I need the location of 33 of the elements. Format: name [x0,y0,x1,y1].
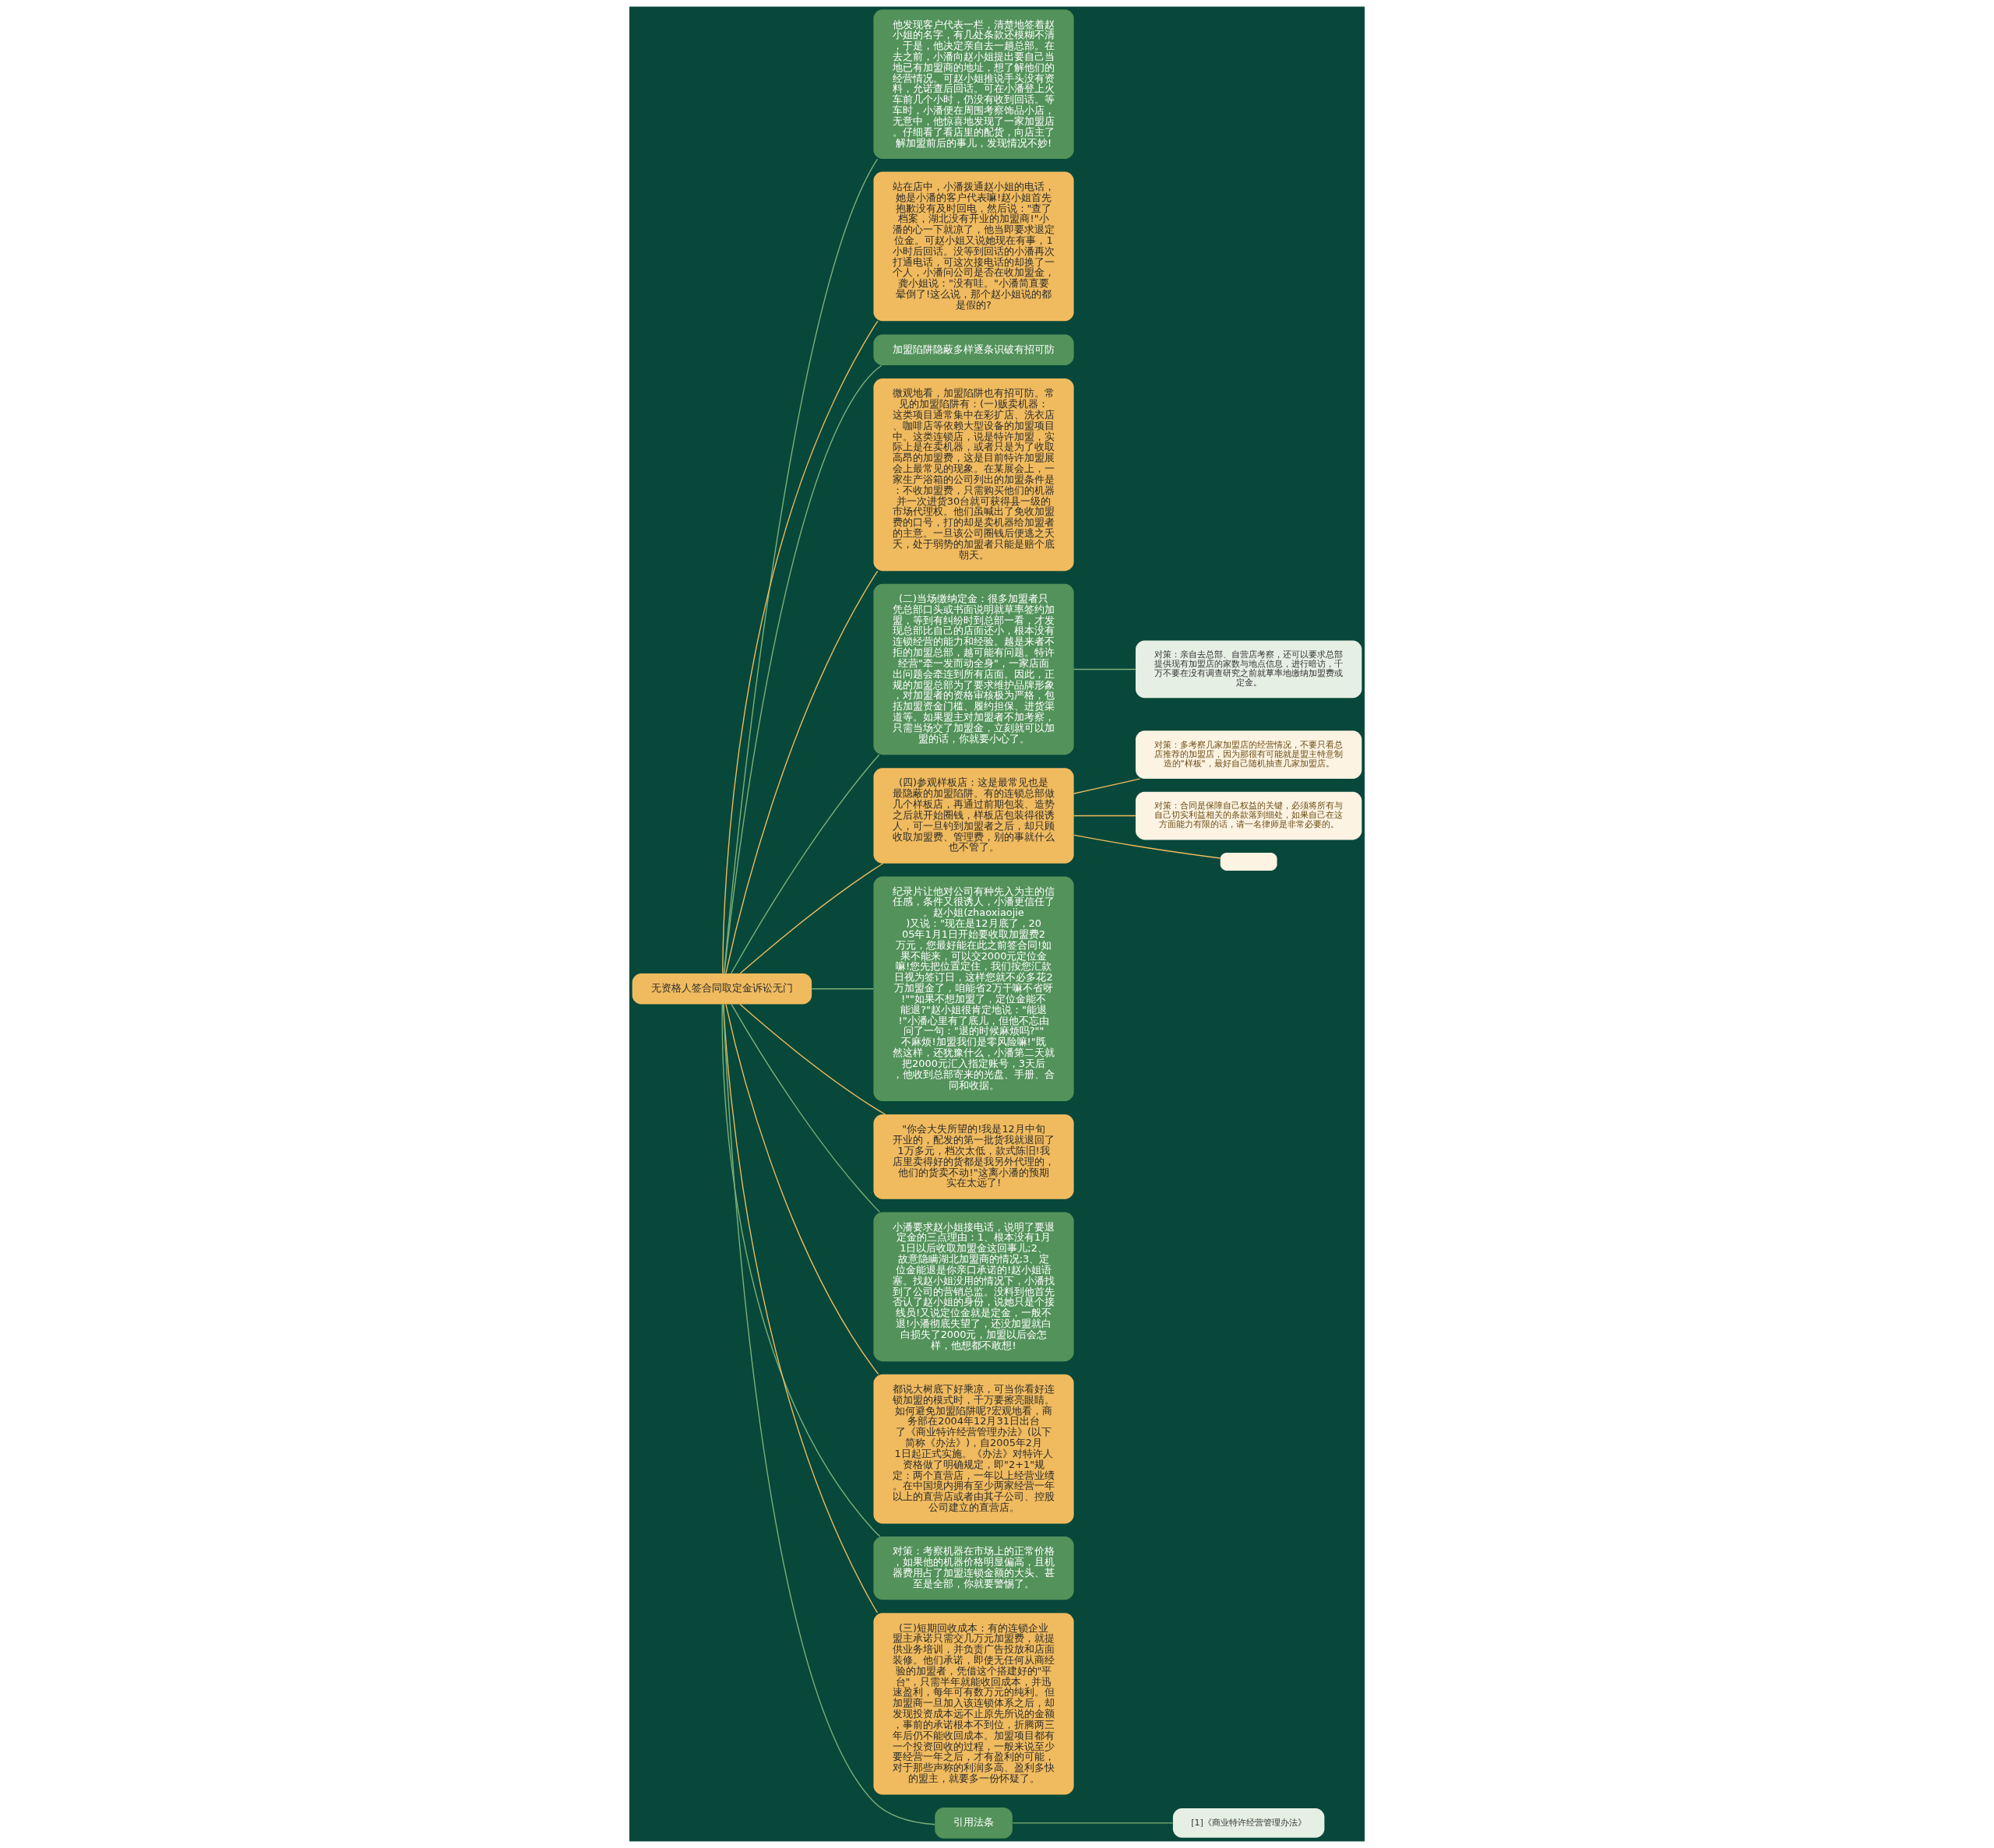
node-box: 引用法条 [935,1808,1013,1839]
node-box: 小潘要求赵小姐接电话，说明了要退定金的三点理由：1、根本没有1月1日以后收取加盟金这回事儿;2、故意隐瞒湖北加盟商的情况;3、定位金能退是你亲口承诺的!赵小姐语塞。找赵小姐没用的情况下，小潘找到了公司的营销总监。没料到他首先否认了赵小姐的身份，说她只是个接线员!又说定位金就是定金，一般不退!小潘彻底失望了，还没加盟就白白损失了2000元，加盟以后会怎样，他想都不敢想! [873,1212,1074,1362]
node-box: 对策：亲自去总部、自营店考察，还可以要求总部提供现有加盟店的家数与地点信息，进行暗访，千万不要在没有调查研究之前就草率地缴纳加盟费或定金。 [1135,640,1362,699]
connector [811,988,875,990]
node-box: 微观地看，加盟陷阱也有招可防。常见的加盟陷阱有：(一)贩卖机器：这类项目通常集中在彩扩店、洗衣店、咖啡店等依赖大型设备的加盟项目中。这类连锁店，说是特许加盟，实际上是在卖机器，或者只是为了收取高昂的加盟费，这是目前特许加盟展会上最常见的现象。在某展会上，一家生产浴箱的公司列出的加盟条件是：不收加盟费，只需购买他们的机器并一次进货30台就可获得县一级的市场代理权。他们虽喊出了免收加盟费的口号，打的却是卖机器给加盟者的主意。一旦该公司圈钱后便逃之夭夭，处于弱势的加盟者只能是赔个底朝天。 [873,378,1074,572]
connector [725,570,879,974]
connector [1073,815,1136,817]
connector [1012,1822,1174,1824]
connector [731,754,880,974]
node-box: 对策：多考察几家加盟店的经营情况，不要只看总店推荐的加盟店，因为那很有可能就是盟主特意制造的"样板"，最好自己随机抽查几家加盟店。 [1135,730,1362,780]
connector [739,1003,886,1115]
connector [731,1003,880,1213]
node-box: 加盟陷阱隐蔽多样逐条识破有招可防 [873,334,1074,366]
node-box: 无资格人签合同取定金诉讼无门 [632,973,812,1005]
node-box: 站在店中，小潘拨通赵小姐的电话，她是小潘的客户代表嘛!赵小姐首先抱歉没有及时回电，然后说："查了档案，湖北没有开业的加盟商!"小潘的心一下就凉了，他当即要求退定位金。可赵小姐又说她现在有事，1小时后回话。没等到回话的小潘再次打通电话，可这次接电话的却换了一个人，小潘问公司是否在收加盟金，龚小姐说："没有哇。"小潘简直要晕倒了!这么说，那个赵小姐说的都是假的? [873,171,1074,322]
node-box [1220,853,1277,871]
node-box: 对策：合同是保障自己权益的关键，必须将所有与自己切实利益相关的条款落到细处，如果自己在这方面能力有限的话，请一名律师是非常必要的。 [1135,791,1362,840]
node-box: (二)当场缴纳定金：很多加盟者只凭总部口头或书面说明就草率签约加盟，等到有纠纷时到总部一看，才发现总部比自己的店面还小，根本没有连锁经营的能力和经验。越是来者不拒的加盟总部，越可能有问题。特许经营"牵一发而动全身"，一家店面出问题会牵连到所有店面。因此，正规的加盟总部为了要求维护品牌形象，对加盟者的资格审核极为严格，包括加盟资金门槛、履约担保、进货渠道等。如果盟主对加盟者不加考察，只需当场交了加盟金，立刻就可以加盟的话，你就要小心了。 [873,583,1074,755]
node-box: [1]《商业特许经营管理办法》 [1172,1808,1325,1838]
connector [722,1004,935,1825]
connector [739,863,884,974]
node-box: (四)参观样板店：这是最常见也是最隐蔽的加盟陷阱。有的连锁总部做几个样板店，再通过前期包装、造势之后就开始圈钱，样板店包装得很诱人，可一旦钓到加盟者之后，却只顾收取加盟费、管理费，别的事就什么也不管了。 [873,768,1074,864]
connector [725,1003,879,1375]
node-box: (三)短期回收成本：有的连锁企业盟主承诺只需交几万元加盟费，就提供业务培训，并负责广告投放和店面装修。他们承诺，即使无任何从商经验的加盟者，凭借这个搭建好的"平台"，只需半年就能收回成本，并迅速盈利，每年可有数万元的纯利。但加盟商一旦加入该连锁体系之后，却发现投资成本远不止原先所说的金额，事前的承诺根本不到位，折腾两三年后仍不能收回成本。加盟项目都有一个投资回收的过程，一般来说至少要经营一年之后，才有盈利的可能，对于那些声称的利润多高、盈利多快的盟主，就要多一份怀疑了。 [873,1613,1074,1795]
node-box: "你会大失所望的!我是12月中旬开业的，配发的第一批货我就退回了1万多元，档次太低，款式陈旧!我店里卖得好的货都是我另外代理的，他们的货卖不动!"这离小潘的预期实在太远了! [873,1114,1074,1199]
node-box: 他发现客户代表一栏，清楚地签着赵小姐的名字，有几处条款还模糊不清，于是，他决定亲自去一趟总部。在去之前，小潘向赵小姐提出要自己当地已有加盟商的地址，想了解他们的经营情况。可赵小姐推说手头没有资料，允诺查后回话。可在小潘登上火车前几个小时，仍没有收到回话。等车时，小潘便在周围考察饰品小店，无意中，他惊喜地发现了一家加盟店。仔细看了看店里的配货，向店主了解加盟前后的事儿，发现情况不妙! [873,9,1074,159]
connector [723,158,879,974]
node-box: 对策：考察机器在市场上的正常价格，如果他的机器价格明显偏高，且机器费用占了加盟连锁金额的大头、甚至是全部，你就要警惕了。 [873,1536,1074,1600]
node-box: 都说大树底下好乘凉，可当你看好连锁加盟的模式时，千万要擦亮眼睛。如何避免加盟陷阱呢?宏观地看，商务部在2004年12月31日出台了《商业特许经营管理办法》(以下简称《办法》)，自2005年2月1日起正式实施。《办法》对特许人资格做了明确规定，即"2+1"规定：两个直营店，一年以上经营业绩。在中国境内拥有至少两家经营一年以上的直营店或者由其子公司、控股公司建立的直营店。 [873,1374,1074,1524]
connector [1073,778,1141,794]
connector [1073,834,1221,859]
connector [1073,668,1136,671]
node-box: 纪录片让他对公司有种先入为主的信任感，条件又很诱人，小潘更信任了。赵小姐(zhaoxiaojie)又说："现在是12月底了，2005年1月1日开始要收取加盟费2万元，您最好能在此之前签合同!如果不能来，可以交2000元定位金嘛!您先把位置定住，我们按您汇款日视为签订日，这样您就不必多花2万加盟金了，咱能省2万干嘛不省呀!""如果不想加盟了，定位金能不能退?"赵小姐很肯定地说："能退!"小潘心里有了底儿，但他不忘由问了一句："退的时候麻烦吗?""不麻烦!加盟我们是零风险嘛!"既然这样，还犹豫什么，小潘第二天就把2000元汇入指定账号，3天后，他收到总部寄来的光盘、手册、合同和收据。 [873,876,1074,1101]
